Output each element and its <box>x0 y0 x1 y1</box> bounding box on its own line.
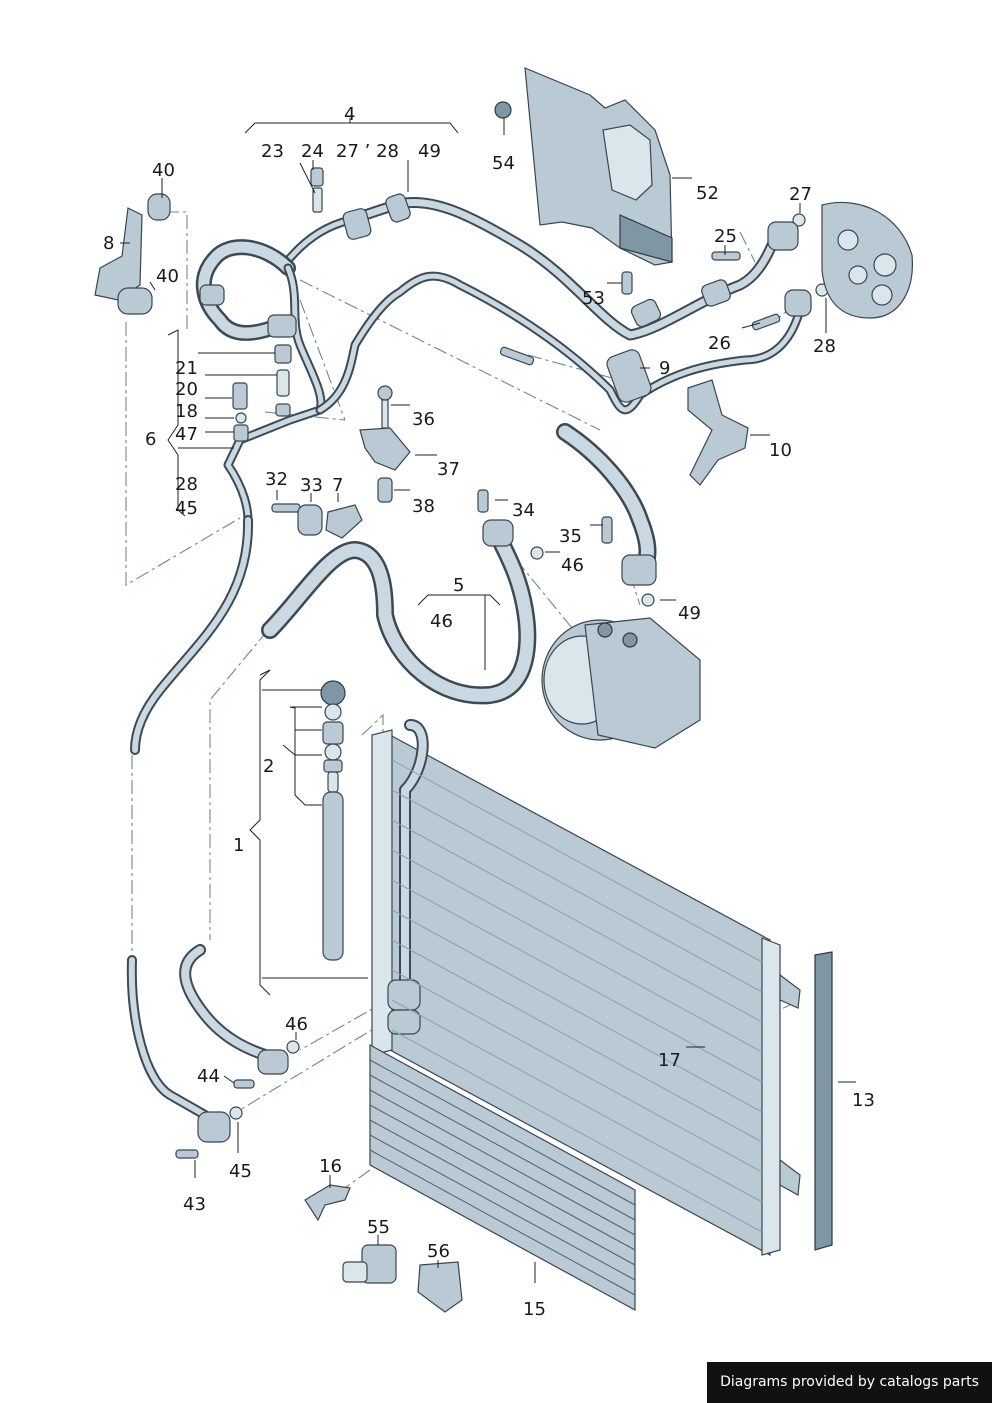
label-38: 38 <box>412 496 435 517</box>
label-28-left: 28 <box>175 474 198 495</box>
label-56: 56 <box>427 1241 450 1262</box>
label-5: 5 <box>453 575 464 596</box>
label-53: 53 <box>582 288 605 309</box>
label-9: 9 <box>659 358 670 379</box>
label-27-right: 27 <box>789 184 812 205</box>
part-labels: 4 23 24 27 ’ 28 49 54 52 40 8 40 27 25 5… <box>103 104 875 1320</box>
label-44: 44 <box>197 1066 220 1087</box>
label-6: 6 <box>145 429 156 450</box>
label-18: 18 <box>175 401 198 422</box>
label-4: 4 <box>344 104 355 125</box>
footer-credit: Diagrams provided by catalogs parts <box>707 1362 992 1403</box>
label-34: 34 <box>512 500 535 521</box>
label-36: 36 <box>412 409 435 430</box>
label-25: 25 <box>714 226 737 247</box>
label-16: 16 <box>319 1156 342 1177</box>
label-8: 8 <box>103 233 114 254</box>
compressor <box>541 617 701 749</box>
label-33: 33 <box>300 475 323 496</box>
label-49-top: 49 <box>418 141 441 162</box>
refrigerant-lines <box>126 196 805 1120</box>
label-20: 20 <box>175 379 198 400</box>
label-46-compressor: 46 <box>561 555 584 576</box>
label-47: 47 <box>175 424 198 445</box>
label-37: 37 <box>437 459 460 480</box>
label-26: 26 <box>708 333 731 354</box>
label-28-right: 28 <box>813 336 836 357</box>
label-15: 15 <box>523 1299 546 1320</box>
label-49-compressor: 49 <box>678 603 701 624</box>
label-21: 21 <box>175 358 198 379</box>
hardware-parts <box>94 101 913 1313</box>
label-24: 24 <box>301 141 324 162</box>
seal-strip-13 <box>814 951 833 1251</box>
label-55: 55 <box>367 1217 390 1238</box>
label-27-28: 27 ’ 28 <box>336 141 399 162</box>
cover-panel-52 <box>524 67 673 266</box>
label-54: 54 <box>492 153 515 174</box>
label-17: 17 <box>658 1050 681 1071</box>
label-1: 1 <box>233 835 244 856</box>
label-32: 32 <box>265 469 288 490</box>
label-23: 23 <box>261 141 284 162</box>
label-45-left: 45 <box>175 498 198 519</box>
label-45-bottom: 45 <box>229 1161 252 1182</box>
label-46-condenser: 46 <box>285 1014 308 1035</box>
leader-lines <box>120 118 856 1283</box>
label-13: 13 <box>852 1090 875 1111</box>
grille-15 <box>369 1043 636 1312</box>
label-40-top: 40 <box>152 160 175 181</box>
label-43: 43 <box>183 1194 206 1215</box>
label-7: 7 <box>332 475 343 496</box>
label-40-bottom: 40 <box>156 266 179 287</box>
label-2: 2 <box>263 756 274 777</box>
label-46-hose: 46 <box>430 611 453 632</box>
label-52: 52 <box>696 183 719 204</box>
label-35: 35 <box>559 526 582 547</box>
label-10: 10 <box>769 440 792 461</box>
condenser <box>371 719 801 1257</box>
